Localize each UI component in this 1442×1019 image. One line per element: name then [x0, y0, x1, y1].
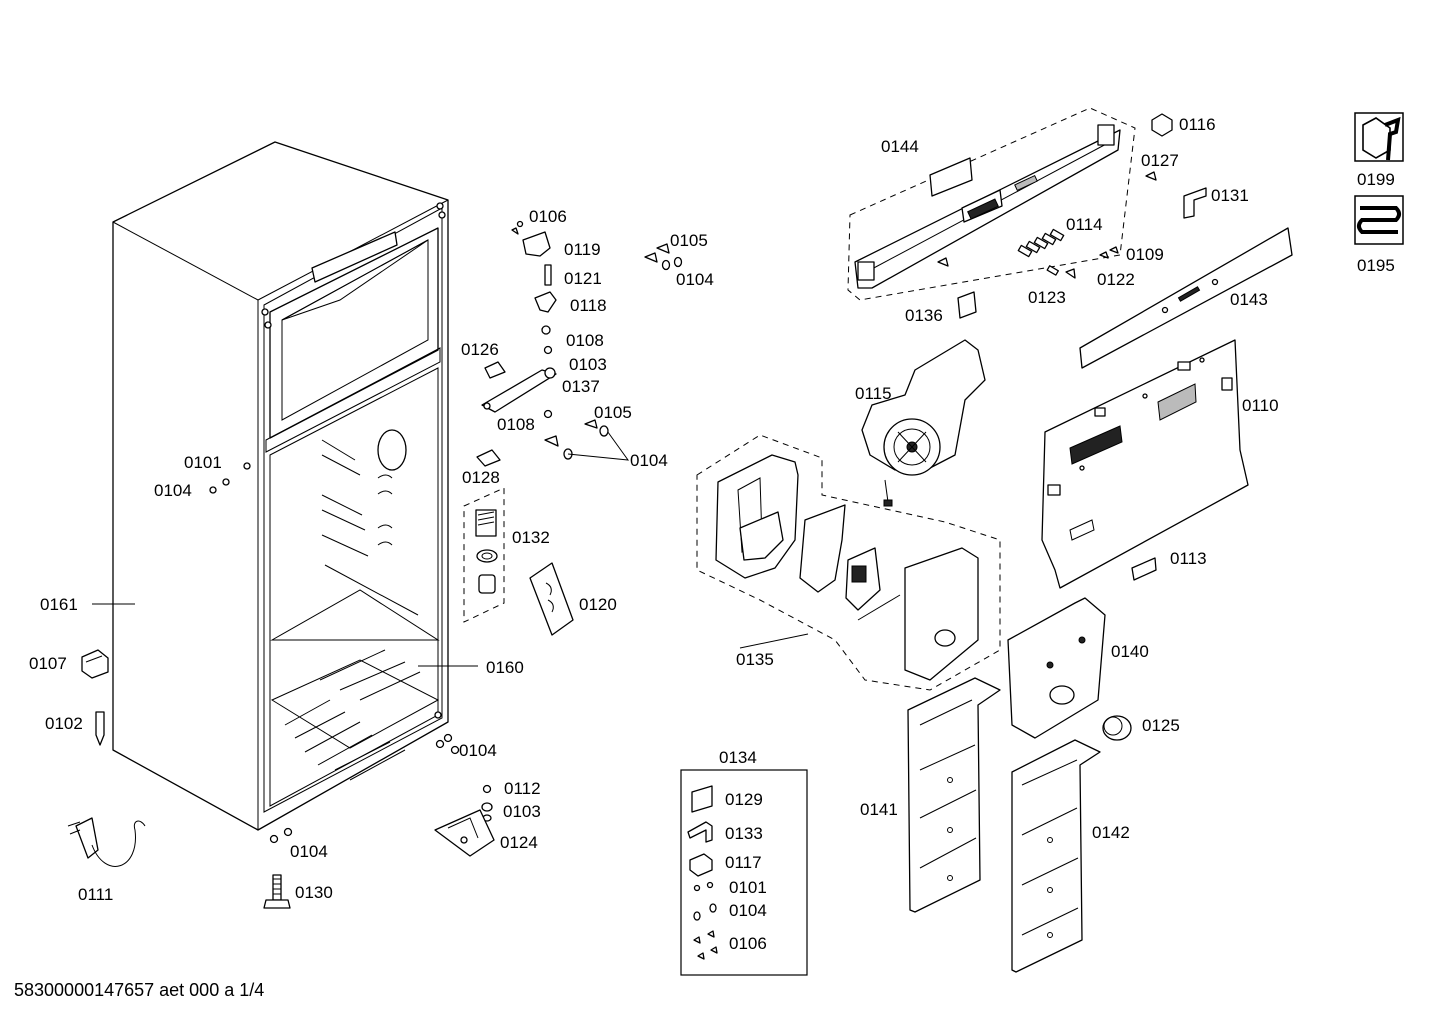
- trim-strip: [1079, 227, 1293, 369]
- part-label: 0113: [1170, 549, 1207, 568]
- part-label: 0130: [295, 883, 333, 902]
- part-label: 0107: [29, 654, 67, 673]
- part-label: 0103: [503, 802, 541, 821]
- part-label: 0103: [569, 355, 607, 374]
- part-label: 0104: [676, 270, 714, 289]
- part-label: 0161: [40, 595, 78, 614]
- part-label: 0118: [570, 296, 607, 315]
- rear-panels: [907, 677, 1101, 973]
- kit-title: 0134: [719, 748, 757, 767]
- part-label: 0160: [486, 658, 524, 677]
- part-label: 0102: [45, 714, 83, 733]
- kit-item-label: 0104: [729, 901, 767, 920]
- drawing-number: 58300000147657 aet 000 a 1/4: [14, 980, 265, 1000]
- part-label: 0135: [736, 650, 774, 669]
- part-label: 0122: [1097, 270, 1135, 289]
- kit-item-label: 0101: [729, 878, 767, 897]
- part-label: 0125: [1142, 716, 1180, 735]
- part-label: 0140: [1111, 642, 1149, 661]
- part-label: 0131: [1211, 186, 1249, 205]
- legend-label: 0195: [1357, 256, 1395, 275]
- part-label: 0124: [500, 833, 538, 852]
- part-label: 0144: [881, 137, 919, 156]
- part-label: 0106: [529, 207, 567, 226]
- kit-box: [680, 769, 808, 976]
- part-label: 0105: [670, 231, 708, 250]
- part-label: 0104: [290, 842, 328, 861]
- thermostat-group: [463, 487, 574, 636]
- part-label: 0109: [1126, 245, 1164, 264]
- part-label: 0120: [579, 595, 617, 614]
- fan-housing: [861, 339, 986, 507]
- part-label: 0114: [1066, 215, 1103, 234]
- kit-item-label: 0106: [729, 934, 767, 953]
- part-label: 0143: [1230, 290, 1268, 309]
- part-label: 0108: [497, 415, 535, 434]
- part-label: 0137: [562, 377, 600, 396]
- part-label: 0132: [512, 528, 550, 547]
- left-small-parts: [67, 462, 460, 909]
- part-label: 0128: [462, 468, 500, 487]
- part-label: 0112: [504, 779, 541, 798]
- part-label: 0123: [1028, 288, 1066, 307]
- kit-item-label: 0129: [725, 790, 763, 809]
- part-labels: 0161 0101 0104 0107 0102 0111 0104 0130 …: [29, 115, 1395, 953]
- part-label: 0127: [1141, 151, 1179, 170]
- legend-label: 0199: [1357, 170, 1395, 189]
- part-label: 0115: [855, 384, 892, 403]
- duct-assembly: [696, 434, 1001, 691]
- part-label: 0104: [154, 481, 192, 500]
- part-label: 0119: [564, 240, 601, 259]
- part-label: 0126: [461, 340, 499, 359]
- part-label: 0111: [78, 885, 113, 904]
- part-label: 0105: [594, 403, 632, 422]
- part-label: 0104: [630, 451, 668, 470]
- part-label: 0116: [1179, 115, 1216, 134]
- control-panel-housing: [847, 107, 1136, 301]
- bottom-hinge: [434, 784, 495, 857]
- part-label: 0142: [1092, 823, 1130, 842]
- service-wrench-icon: [1354, 112, 1404, 162]
- kit-item-label: 0117: [725, 853, 762, 872]
- part-label: 0104: [459, 741, 497, 760]
- kit-item-label: 0133: [725, 824, 763, 843]
- evaporator-cover: [1041, 339, 1249, 589]
- part-label: 0108: [566, 331, 604, 350]
- part-label: 0110: [1242, 396, 1279, 415]
- top-right-small-parts: [937, 113, 1207, 319]
- part-label: 0121: [564, 269, 602, 288]
- fridge-cabinet: [92, 141, 478, 831]
- hinge-assembly: [476, 220, 683, 467]
- part-label: 0136: [905, 306, 943, 325]
- refrigerant-coil-icon: [1354, 195, 1404, 245]
- part-label: 0141: [860, 800, 898, 819]
- knob: [1102, 715, 1132, 741]
- part-label: 0101: [184, 453, 222, 472]
- fan-cover: [1007, 597, 1106, 739]
